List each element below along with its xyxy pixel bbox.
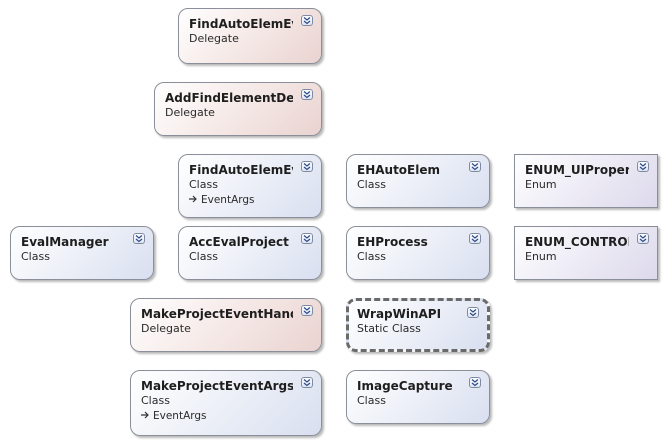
shape-kind: Delegate — [141, 322, 191, 335]
double-chevron-down-icon[interactable] — [469, 377, 481, 388]
inheritance-arrow-icon — [141, 409, 150, 423]
shape-makeprojecteventhandler-9[interactable]: MakeProjectEventHandlerDelegate — [130, 298, 322, 352]
shape-name: EvalManager — [21, 235, 109, 249]
shape-kind: Class — [357, 178, 386, 191]
shape-name: FindAutoElemEv... — [189, 17, 293, 31]
inheritance-arrow-icon — [189, 193, 198, 207]
shape-findautoelemev-0[interactable]: FindAutoElemEv...Delegate — [178, 8, 322, 64]
shape-kind: Enum — [525, 178, 557, 191]
shape-name: ImageCapture — [357, 379, 453, 393]
shape-kind: Delegate — [189, 32, 239, 45]
double-chevron-down-icon[interactable] — [469, 161, 481, 172]
double-chevron-down-icon[interactable] — [133, 233, 145, 244]
double-chevron-down-icon[interactable] — [637, 233, 649, 244]
shape-name: WrapWinAPI — [357, 307, 442, 321]
double-chevron-down-icon[interactable] — [301, 377, 313, 388]
double-chevron-down-icon[interactable] — [301, 15, 313, 26]
shape-name: ENUM_CONTROL — [525, 235, 629, 249]
base-type-label: EventArgs — [201, 194, 255, 206]
double-chevron-down-icon[interactable] — [301, 161, 313, 172]
shape-name: ENUM_UIProper... — [525, 163, 629, 177]
shape-kind: Class — [21, 250, 50, 263]
base-type-line: EventArgs — [141, 409, 311, 423]
shape-kind: Class — [141, 394, 170, 407]
double-chevron-down-icon[interactable] — [301, 233, 313, 244]
double-chevron-down-icon[interactable] — [637, 161, 649, 172]
shape-name: EHProcess — [357, 235, 428, 249]
base-type-line: EventArgs — [189, 193, 311, 207]
double-chevron-down-icon[interactable] — [301, 305, 313, 316]
shape-kind: Delegate — [165, 106, 215, 119]
double-chevron-down-icon[interactable] — [301, 89, 313, 100]
double-chevron-down-icon[interactable] — [467, 307, 479, 318]
base-type-label: EventArgs — [153, 410, 207, 422]
shape-name: FindAutoElemEv... — [189, 163, 293, 177]
shape-enum-uiproper-4[interactable]: ENUM_UIProper...Enum — [514, 154, 658, 208]
shape-kind: Static Class — [357, 322, 421, 335]
shape-name: MakeProjectEventHandler — [141, 307, 293, 321]
shape-kind: Class — [357, 250, 386, 263]
shape-name: AccEvalProject — [189, 235, 289, 249]
shape-kind: Class — [189, 250, 218, 263]
shape-kind: Class — [357, 394, 386, 407]
double-chevron-down-icon[interactable] — [469, 233, 481, 244]
shape-name: MakeProjectEventArgs — [141, 379, 293, 393]
shape-name: EHAutoElem — [357, 163, 441, 177]
shape-kind: Enum — [525, 250, 557, 263]
shape-kind: Class — [189, 178, 218, 191]
shape-name: AddFindElementDele — [165, 91, 293, 105]
